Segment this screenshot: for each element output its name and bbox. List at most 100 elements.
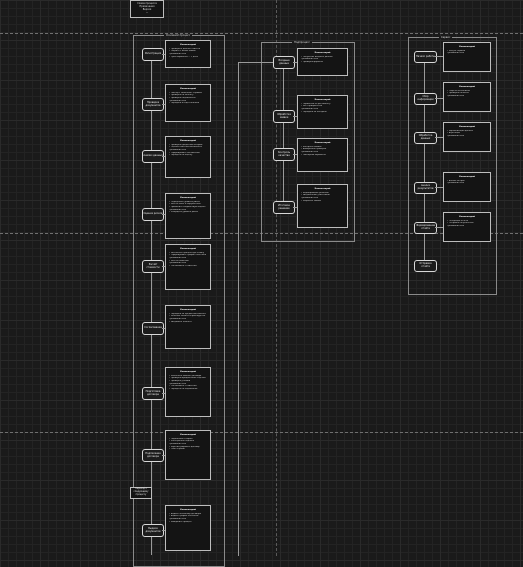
note-connector: [435, 227, 443, 228]
note-connector: [162, 103, 165, 105]
annotation-line: • Проверить данные клиента: [169, 47, 201, 50]
note-connector: [162, 265, 165, 267]
process-step[interactable]: Отправка отчёта: [414, 260, 437, 272]
annotation-line: • Передача на контроль: [301, 110, 327, 113]
annotation-line: • Агрегация: [447, 132, 460, 135]
process-step[interactable]: Обработка данных: [414, 132, 437, 144]
process-step[interactable]: Начало работы: [414, 51, 437, 63]
annotation-line: • Рассчитать процентную ставку: [169, 251, 205, 254]
process-step[interactable]: Итоговое решение: [273, 201, 295, 214]
annotation-line: Требования SLA: [169, 318, 186, 321]
annotation-line: • Генерация отчёта: [447, 219, 468, 222]
annotation-line: • Контроль ошибок: [301, 145, 322, 148]
annotation-line: Требования SLA: [447, 52, 464, 55]
annotation-note: Комментарий• Подписание в офисе• Электро…: [165, 430, 211, 480]
annotation-line: • Уведомление участников: [301, 194, 330, 197]
annotation-note: Комментарий• Обработка по регламенту• Уч…: [297, 95, 348, 129]
annotation-line: • Проверка условий: [169, 380, 191, 383]
annotation-line: • Учёт приоритетов: [301, 105, 322, 108]
subprocess-frame: Подпроцесс: [261, 41, 355, 242]
process-step[interactable]: Формирование отчёта: [414, 222, 437, 234]
annotation-line: • Решение комитета фиксируется: [169, 315, 206, 318]
annotation-line: Требования SLA: [447, 182, 464, 185]
annotation-line: • Определить уровень риска: [169, 200, 200, 203]
process-step[interactable]: Входные данные: [273, 56, 295, 69]
subprocess-title: Подпроцесс: [292, 41, 312, 44]
connector-main-vertical: [238, 62, 239, 556]
note-connector: [293, 206, 297, 208]
annotation-line: • Завершить процесс: [169, 520, 192, 523]
annotation-line: • Оценка платёжеспособности: [169, 146, 202, 149]
connector-main-to-sub: [238, 62, 274, 63]
annotation-line: Требования SLA: [169, 149, 186, 152]
annotation-line: • Согласовать с клиентом: [169, 385, 197, 388]
annotation-line: • Повторная обработка: [301, 153, 326, 156]
annotation-line: • Сформировать заключение: [169, 151, 200, 154]
process-step[interactable]: Регистрация: [142, 48, 164, 61]
annotation-line: Требования SLA: [169, 257, 186, 260]
process-step[interactable]: Подготовка договора: [142, 387, 164, 400]
annotation-line: • Передать на оценку: [169, 154, 193, 157]
process-step[interactable]: Расчёт стоимости: [142, 260, 164, 273]
annotation-heading: Комментарий: [314, 142, 331, 144]
note-connector: [435, 187, 443, 188]
header-note: Схема процесса Примечания Версия —: [130, 0, 164, 18]
process-step[interactable]: Подписание договора: [142, 449, 164, 462]
transition-note-line: следующему: [133, 489, 149, 493]
annotation-note: Комментарий• Контроль ошибок• Выборочная…: [297, 138, 348, 172]
header-note-line: —: [145, 10, 149, 14]
annotation-line: Требования SLA: [169, 208, 186, 211]
annotation-line: Требования SLA: [447, 95, 464, 98]
annotation-note: Комментарий• Проверить данные клиента • С…: [165, 40, 211, 68]
annotation-line: • Получение входных данных: [301, 55, 333, 58]
annotation-line: Требования SLA: [169, 262, 186, 265]
annotation-note: Комментарий• Рассчитать процентную ставк…: [165, 244, 211, 290]
annotation-line: • Обработка по регламенту: [301, 102, 331, 105]
annotation-line: • Паспорт, заявление, справки: [169, 91, 202, 94]
annotation-heading: Комментарий: [459, 216, 475, 218]
annotation-line: • Скан в архив: [169, 448, 185, 451]
separator-top: [0, 33, 523, 34]
note-connector: [293, 153, 297, 155]
note-connector: [162, 392, 165, 394]
annotation-line: • Проверка полноты: [447, 92, 469, 95]
annotation-note: Комментарий• Нормализация данных• Агрега…: [443, 122, 491, 152]
header-note-line: Схема процесса: [137, 2, 157, 5]
annotation-note: Комментарий• Заполнить шаблон договора• …: [165, 367, 211, 417]
annotation-line: • Срок обработки — 1 день: [169, 55, 198, 58]
annotation-line: • Передача на кредитный комитет: [169, 312, 207, 315]
annotation-line: • Анализ метрик: [447, 179, 465, 182]
annotation-line: Требования SLA: [169, 99, 186, 102]
annotation-note: Комментарий• Выдать экземпляр договора• …: [165, 505, 211, 551]
transition-note-line: процессу: [135, 492, 147, 496]
annotation-heading: Комментарий: [180, 140, 196, 142]
annotation-line: • Зарегистрировать договор: [169, 445, 200, 448]
annotation-line: • Сформировать график платежей: [169, 254, 207, 257]
process-step[interactable]: Проверка документов: [142, 98, 164, 111]
annotation-heading: Комментарий: [180, 197, 196, 199]
process-step[interactable]: Согласование: [142, 322, 164, 335]
note-connector: [435, 137, 443, 138]
process-step[interactable]: Выдача документов: [142, 524, 164, 537]
annotation-line: • Выдать график платежей: [169, 515, 199, 518]
transition-note-line: Переход к: [135, 487, 147, 490]
annotation-line: Требования SLA: [301, 58, 318, 61]
note-connector: [435, 98, 443, 99]
process-step[interactable]: Оценка рисков: [142, 208, 164, 221]
separator-bottom: [0, 432, 523, 433]
annotation-heading: Комментарий: [180, 248, 196, 250]
annotation-line: • Передача в отдел анализа: [169, 102, 200, 105]
process-step[interactable]: Анализ результатов: [414, 182, 437, 194]
note-connector: [293, 61, 297, 63]
annotation-line: • Проверка подлинности: [169, 97, 196, 100]
process-step[interactable]: Сбор информации: [414, 93, 437, 105]
annotation-heading: Комментарий: [180, 434, 196, 436]
transition-note: Переход к следующему процессу: [130, 487, 152, 499]
annotation-line: Требования SLA: [169, 443, 186, 446]
process-step[interactable]: Обработка заявки: [273, 110, 295, 123]
process-step[interactable]: Анализ данных: [142, 150, 164, 163]
annotation-heading: Комментарий: [180, 44, 196, 46]
annotation-heading: Комментарий: [459, 176, 475, 178]
process-step[interactable]: Контроль качества: [273, 148, 295, 161]
